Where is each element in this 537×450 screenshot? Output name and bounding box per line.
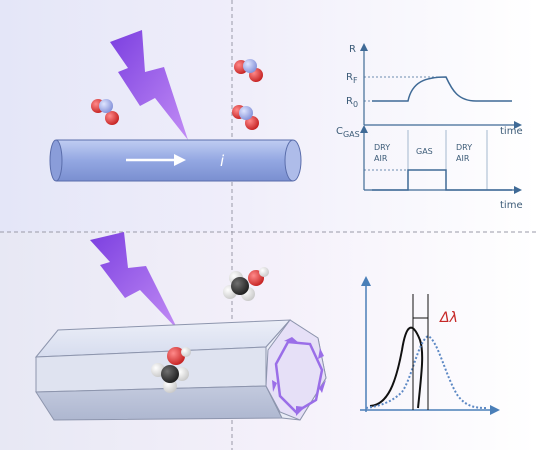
wavelength-shift-label: Δλ bbox=[439, 310, 458, 326]
concentration-plot: CGAS DRY AIR GAS DRY AIR time bbox=[336, 125, 523, 211]
phase-3-label-line2: AIR bbox=[456, 154, 470, 163]
r0-label: R0 bbox=[346, 96, 358, 109]
hexagon-mode-ring-icon bbox=[272, 337, 326, 416]
r-axis-arrow-icon bbox=[360, 43, 368, 51]
cgas-axis-label: CGAS bbox=[336, 126, 360, 139]
no2-molecule-2 bbox=[234, 59, 263, 82]
wavelength-axis-arrow-icon bbox=[490, 405, 500, 415]
time-label-top: time bbox=[500, 126, 523, 137]
cgas-axis-arrow-icon bbox=[360, 125, 368, 133]
current-arrow bbox=[126, 154, 186, 166]
r-axis-label: R bbox=[349, 44, 356, 55]
resistance-plot: R RF R0 time bbox=[346, 43, 523, 137]
time-axis-arrow-icon bbox=[514, 121, 522, 129]
lightning-bolt-icon-bottom bbox=[90, 232, 178, 330]
no2-molecule-1 bbox=[91, 99, 119, 125]
phase-1-label-line2: AIR bbox=[374, 154, 388, 163]
lightning-bolt-icon bbox=[110, 30, 188, 140]
time-axis-arrow-bottom-icon bbox=[514, 186, 522, 194]
time-label-bottom: time bbox=[500, 200, 523, 211]
intensity-axis-arrow-icon bbox=[361, 276, 371, 286]
spectrum-solid-curve bbox=[369, 326, 424, 409]
rf-label: RF bbox=[346, 72, 358, 85]
spectrum-dotted-curve bbox=[365, 334, 487, 409]
concentration-curve bbox=[372, 169, 512, 191]
phase-1-label-line1: DRY bbox=[374, 143, 390, 152]
top-panel-background bbox=[0, 0, 537, 232]
phase-3-label-line1: DRY bbox=[456, 143, 472, 152]
phase-2-label: GAS bbox=[416, 147, 433, 156]
methanol-molecule-2 bbox=[151, 347, 191, 393]
spectrum-plot: Δλ bbox=[360, 276, 500, 415]
no2-molecule-3 bbox=[232, 105, 259, 130]
resistance-curve bbox=[372, 76, 512, 102]
current-symbol: i bbox=[220, 152, 225, 170]
methanol-molecule-1 bbox=[223, 267, 269, 301]
